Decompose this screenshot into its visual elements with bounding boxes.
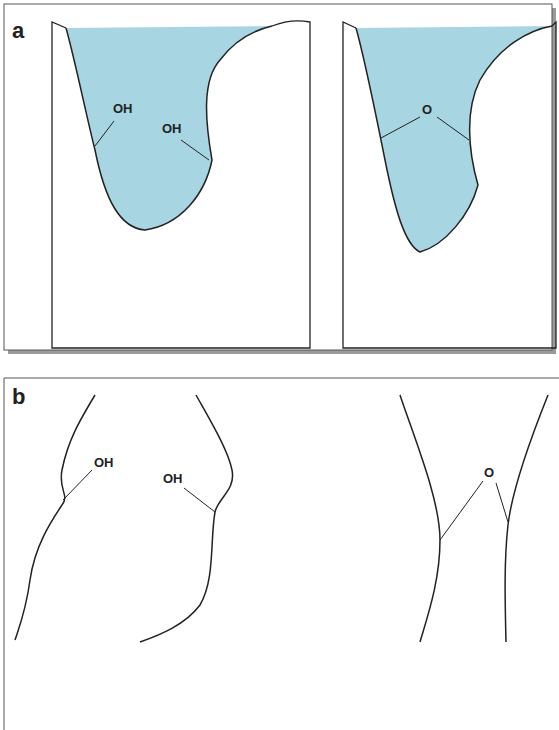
chemical-group: O — [422, 103, 432, 116]
grain-surface — [505, 395, 548, 642]
bond-line — [181, 140, 209, 160]
panel-letter: b — [12, 386, 25, 408]
crack-water — [356, 26, 552, 252]
grain-surface — [400, 395, 440, 642]
chemical-group: OH — [94, 456, 114, 469]
chemical-group: OH — [162, 122, 182, 135]
chemical-group: OH — [163, 472, 183, 485]
bond-line — [437, 117, 469, 140]
crack-water — [66, 26, 272, 230]
chemical-group: O — [484, 466, 494, 479]
bond-line — [184, 488, 215, 512]
bond-line — [496, 483, 508, 522]
panel-letter: a — [12, 20, 24, 42]
grain-surface — [15, 395, 95, 640]
grain-surface — [140, 395, 233, 642]
bond-line — [63, 470, 92, 500]
block-outline — [343, 22, 556, 348]
bond-line — [440, 481, 483, 540]
block-outline — [52, 21, 310, 348]
bond-line — [381, 117, 420, 138]
panel-frame — [4, 4, 552, 350]
bond-line — [95, 121, 114, 146]
chemical-group: OH — [113, 102, 133, 115]
crack-wall — [66, 26, 272, 230]
crack-wall — [356, 26, 552, 252]
panel-frame — [4, 378, 559, 730]
